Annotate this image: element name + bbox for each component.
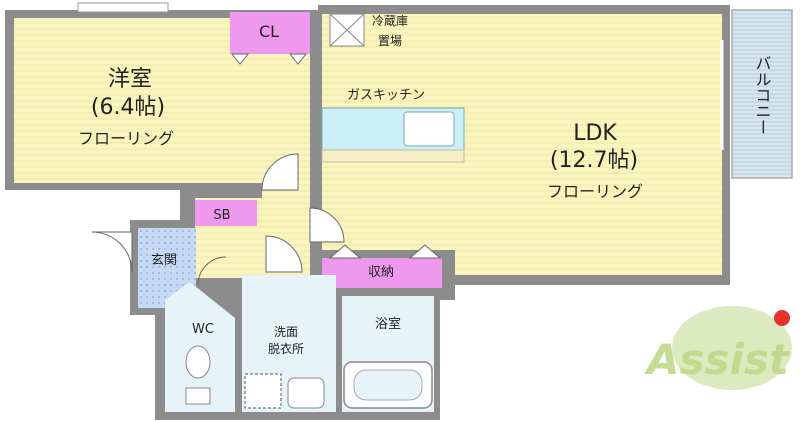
western-room-size: (6.4帖) <box>91 95 165 120</box>
entrance-label: 玄関 <box>151 253 177 268</box>
basin <box>287 377 325 409</box>
assist-logo[interactable]: Assist <box>644 306 792 390</box>
toilet-icon <box>185 345 211 405</box>
ldk-room <box>322 14 722 275</box>
shoe-box-label: SB <box>213 208 230 223</box>
storage <box>322 258 442 288</box>
closet-label: CL <box>259 22 279 41</box>
washroom-label-2: 脱衣所 <box>268 341 304 356</box>
shoe-box <box>195 200 257 226</box>
storage-label: 収納 <box>368 265 394 280</box>
wc-label: WC <box>192 322 214 337</box>
fridge-label-2: 置場 <box>378 34 402 48</box>
ldk-size: (12.7帖) <box>550 148 638 173</box>
balcony-label: バルコニー <box>753 55 772 135</box>
closet <box>230 12 310 54</box>
sink <box>403 111 455 147</box>
washroom-label-1: 洗面 <box>274 325 298 339</box>
fridge-space <box>329 13 365 47</box>
storage-doors <box>230 53 442 259</box>
washer-space <box>244 373 282 409</box>
ldk-floor: フローリング <box>547 182 643 201</box>
window <box>77 2 169 13</box>
western-room-floor: フローリング <box>78 129 174 148</box>
fridge-label-1: 冷蔵庫 <box>372 14 408 28</box>
doors <box>91 153 345 286</box>
balcony <box>731 9 793 179</box>
ldk-name: LDK <box>573 121 617 146</box>
bath-label: 浴室 <box>375 316 401 332</box>
logo-text: Assist <box>644 335 791 384</box>
western-room-name: 洋室 <box>108 67 152 92</box>
kitchen-label: ガスキッチン <box>347 88 425 103</box>
